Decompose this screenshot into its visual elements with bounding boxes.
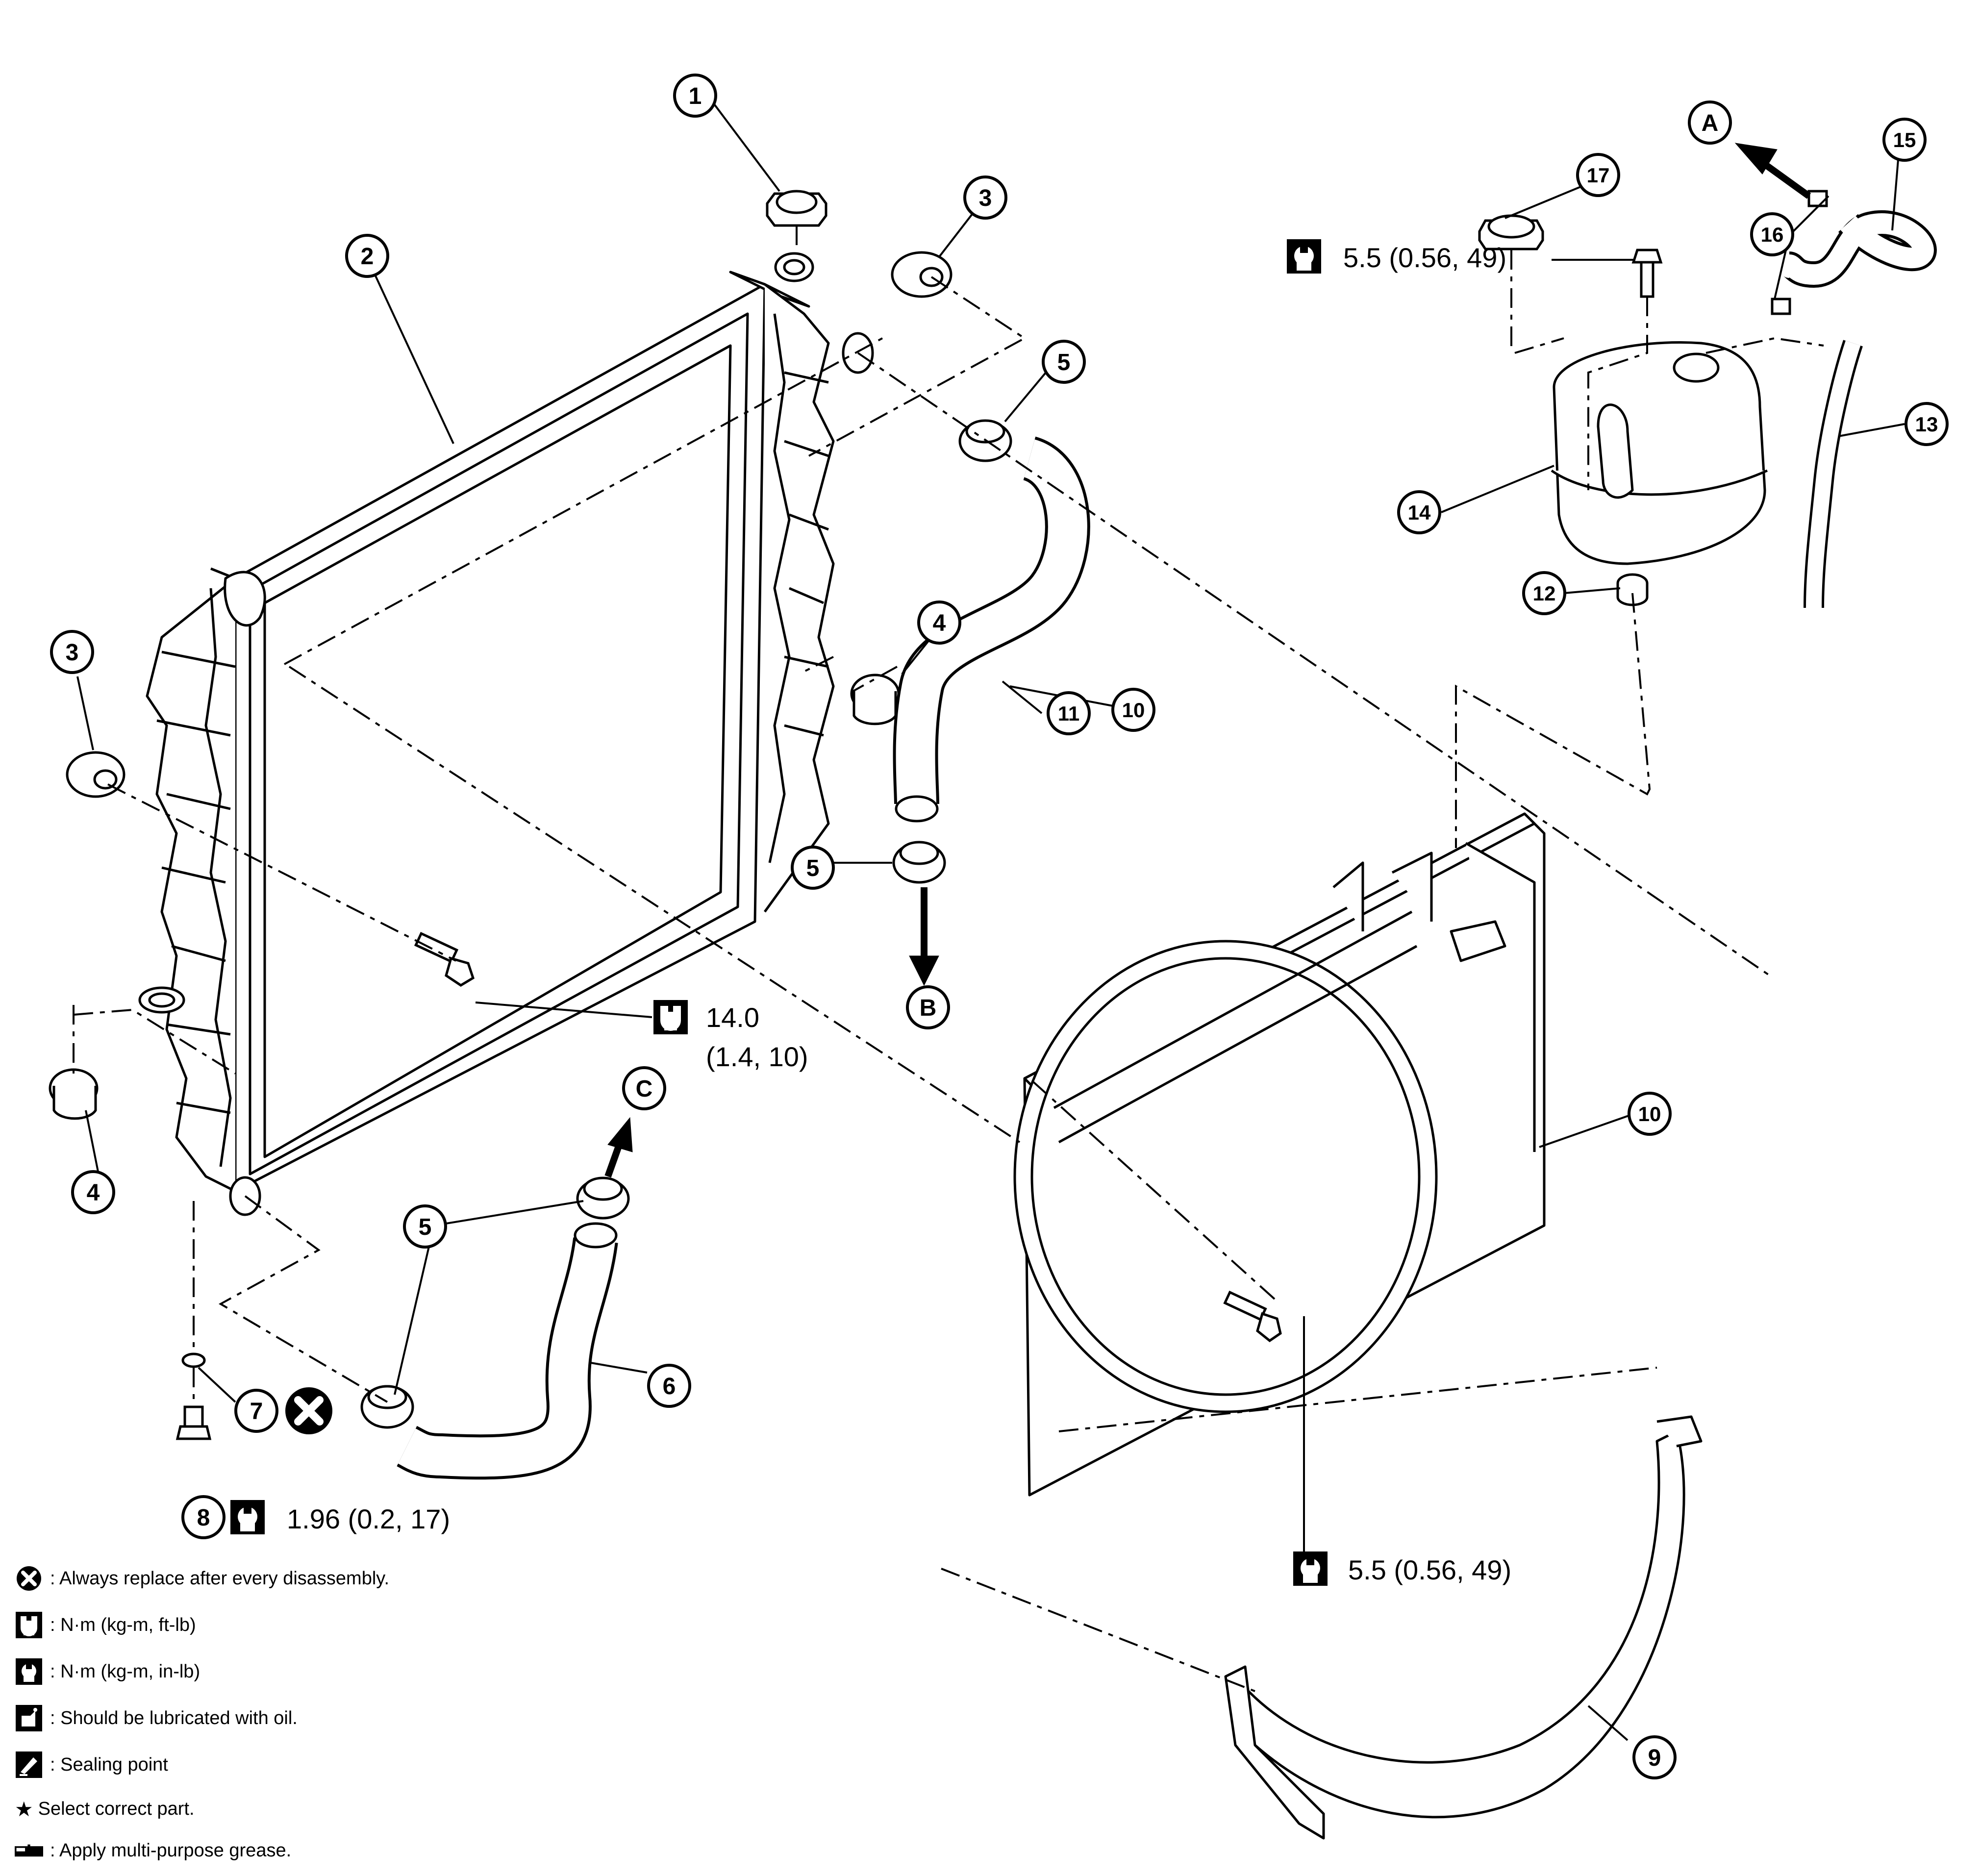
callout-6: 6 [663,1374,676,1400]
callout-4: 4 [87,1180,100,1206]
callout-5: 5 [1057,350,1071,375]
callout-5: 5 [419,1214,432,1240]
radiator-cap [766,190,827,227]
legend-select: ★ Select correct part. [15,1797,195,1821]
callout-16: 16 [1761,223,1784,246]
callout-circles [50,74,1949,1779]
torque-shroud-bolt: 5.5 (0.56, 49) [1348,1554,1511,1585]
radiator-bolt [414,931,475,987]
callout-3: 3 [66,640,79,666]
torque-icon-shroud [1293,1551,1328,1586]
callout-11: 11 [1058,702,1079,725]
reservoir-tank [1551,341,1768,565]
callout-8: 8 [197,1505,210,1531]
callout-14: 14 [1408,501,1431,524]
hose-clamp-upper [958,419,1012,462]
legend-lubricate: : Should be lubricated with oil. [15,1701,298,1735]
shroud-bolt [1223,1290,1282,1343]
torque-icon-drain [230,1500,265,1534]
callout-3: 3 [979,185,992,211]
radiator [138,252,874,1216]
replace-symbol [285,1387,332,1434]
hose-clamp-lower-bottom [360,1385,414,1429]
torque-icon-radiator [653,1000,688,1034]
callout-numbers: 1 2 3 5 3 4 11 5 4 10 5 6 7 8 9 10 13 14… [66,83,1938,1771]
torque-drain-plug: 1.96 (0.2, 17) [287,1503,450,1534]
legend-nm-inlb: : N·m (kg-m, in-lb) [15,1654,200,1689]
fan-shroud-lower [1224,1415,1703,1840]
lower-mount-insulator-left [49,1068,99,1120]
drain-plug [175,1405,212,1440]
replace-x-icon [15,1564,43,1593]
torque-radiator-bolt-sub: (1.4, 10) [706,1041,808,1072]
callout-7: 7 [250,1399,263,1425]
open-wrench-icon [15,1611,43,1639]
arrow-label-a: A [1702,110,1719,136]
direction-arrows [604,143,1811,1178]
legend-sealing: : Sealing point [15,1748,168,1782]
arrow-label-b: B [920,995,937,1021]
arrow-label-c: C [636,1076,653,1102]
o-ring [181,1352,206,1368]
callout-4: 4 [933,610,946,636]
torque-values: 5.5 (0.56, 49) 14.0 (1.4, 10) 1.96 (0.2,… [287,242,1511,1585]
reservoir-grommet [1616,573,1649,606]
callout-17: 17 [1587,164,1610,187]
callout-10: 10 [1638,1102,1661,1126]
legend-replace: : Always replace after every disassembly… [15,1561,389,1596]
reservoir-bolt [1631,249,1663,298]
callout-12: 12 [1533,582,1556,605]
assembly-lines [73,225,1824,1692]
upper-mount-insulator-left [66,751,125,798]
callout-15: 15 [1893,128,1916,151]
torque-radiator-bolt: 14.0 [706,1002,759,1033]
oil-can-icon [15,1704,43,1732]
callout-1: 1 [689,83,702,109]
legend-nm-ftlb: : N·m (kg-m, ft-lb) [15,1608,196,1642]
solid-wrench-icon [15,1657,43,1686]
callout-5: 5 [806,855,820,881]
torque-reservoir-bolt: 5.5 (0.56, 49) [1343,242,1506,273]
fan-shroud-upper [1013,812,1546,1497]
torque-icon-reservoir [1287,239,1321,274]
lower-mount-insulator-right [850,674,900,725]
hose-clamp-middle [892,841,946,884]
callout-10: 10 [1122,699,1145,722]
callout-9: 9 [1648,1745,1661,1771]
hose-clamp-lower-top [576,1176,630,1220]
legend-grease: : Apply multi-purpose grease. [15,1833,291,1868]
grease-gun-icon [15,1836,43,1865]
callout-2: 2 [361,244,374,270]
sealant-icon [15,1751,43,1779]
callout-13: 13 [1915,413,1938,436]
upper-mount-insulator-right [891,251,952,298]
star-icon: ★ [15,1797,33,1821]
